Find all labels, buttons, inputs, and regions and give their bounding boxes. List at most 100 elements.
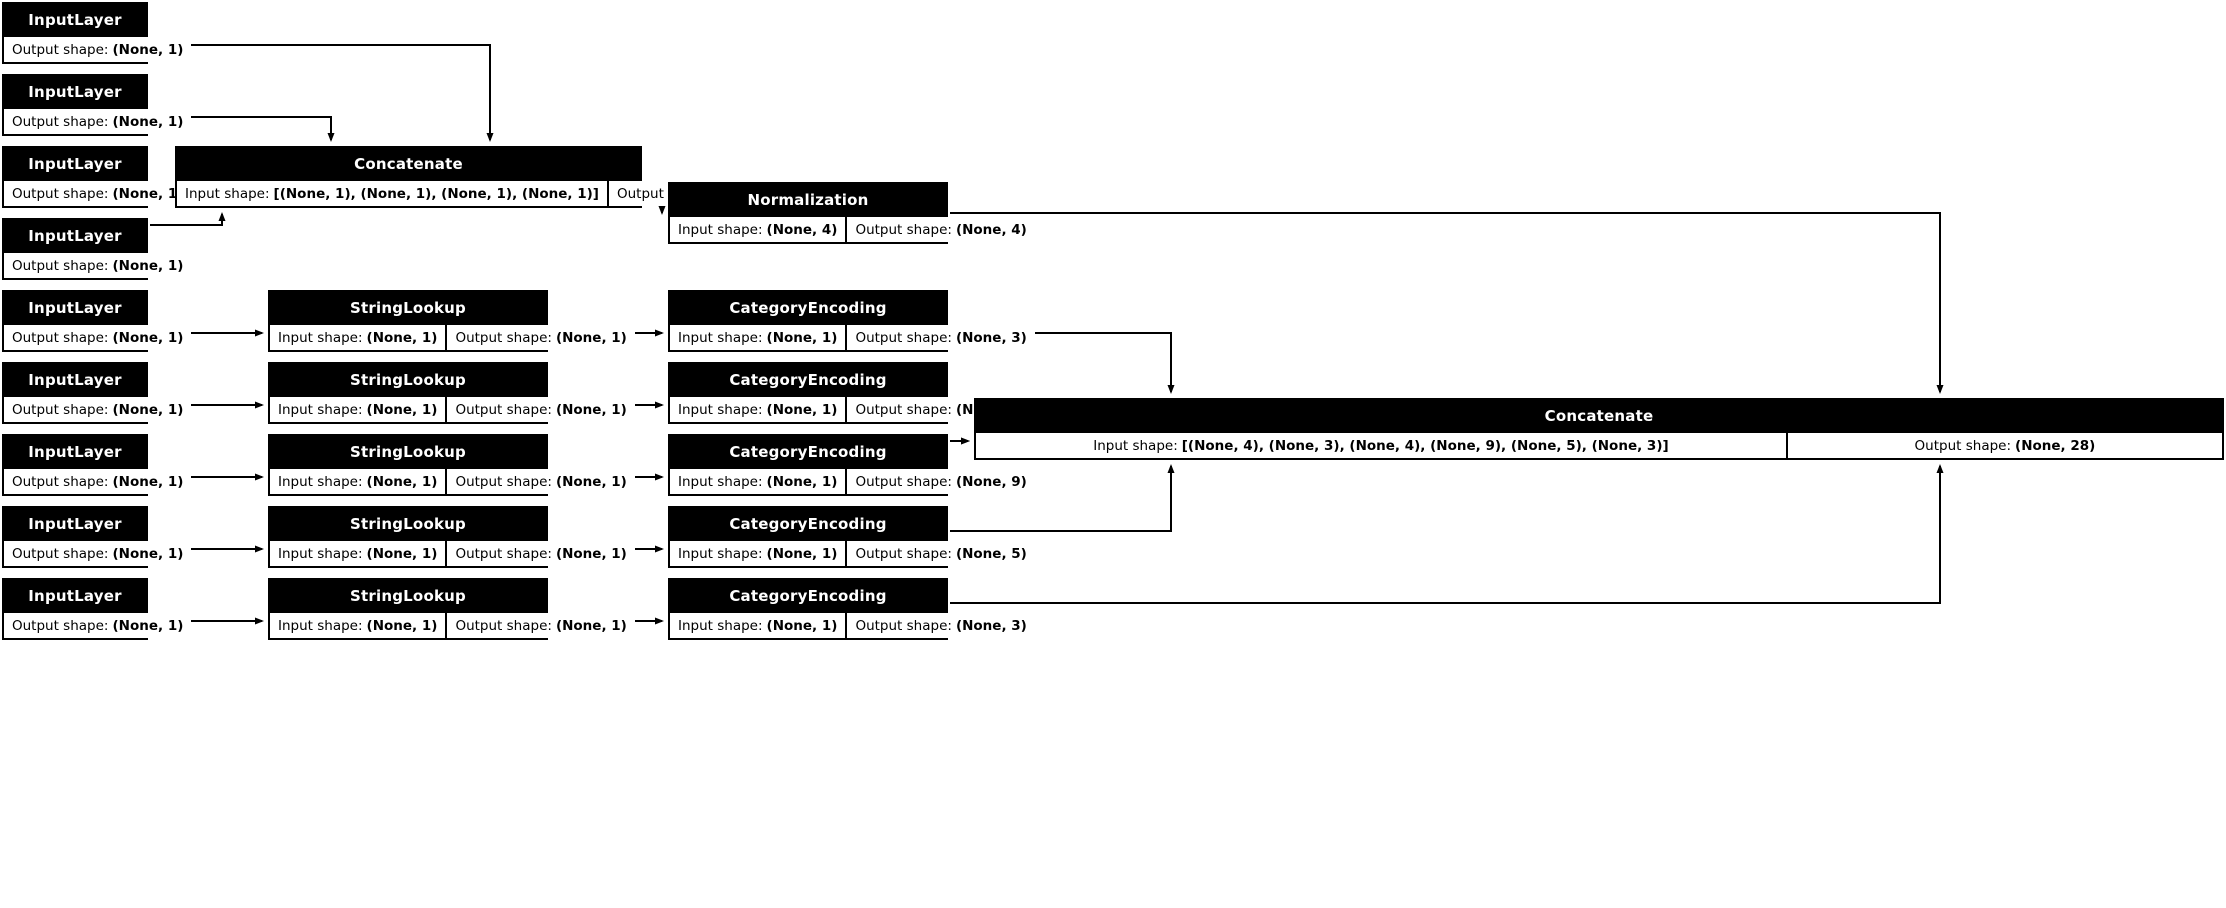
input-shape-cell: Input shape:(None, 1) xyxy=(670,469,846,494)
node-shape-row: Input shape:(None, 1)Output shape:(None,… xyxy=(670,323,1035,350)
input-shape-cell: Input shape:(None, 1) xyxy=(670,397,846,422)
node-title: InputLayer xyxy=(4,580,146,611)
output-shape-cell-label: Output shape: xyxy=(855,401,952,418)
node-title: InputLayer xyxy=(4,4,146,35)
input-shape-cell: Input shape:[(None, 4), (None, 3), (None… xyxy=(976,433,1786,458)
node-title: CategoryEncoding xyxy=(670,292,946,323)
node-shape-row: Output shape:(None, 1) xyxy=(4,467,192,494)
edge-encoding_5-to-concat_final xyxy=(950,464,1944,604)
node-title: StringLookup xyxy=(270,508,546,539)
output-shape-cell: Output shape:(None, 1) xyxy=(445,469,635,494)
output-shape-cell-label: Output shape: xyxy=(855,221,952,238)
input-shape-cell-label: Input shape: xyxy=(678,221,763,238)
output-shape-cell: Output shape:(None, 1) xyxy=(4,325,192,350)
output-shape-cell: Output shape:(None, 28) xyxy=(1785,433,2222,458)
output-shape-cell-label: Output shape: xyxy=(12,185,109,202)
output-shape-cell-label: Output shape: xyxy=(855,473,952,490)
node-shape-row: Input shape:(None, 1)Output shape:(None,… xyxy=(270,539,635,566)
node-shape-row: Output shape:(None, 1) xyxy=(4,323,192,350)
output-shape-cell-value: (None, 28) xyxy=(2015,437,2096,454)
output-shape-cell-value: (None, 1) xyxy=(112,41,184,58)
input-shape-cell: Input shape:(None, 1) xyxy=(270,325,446,350)
output-shape-cell-value: (None, 1) xyxy=(555,617,627,634)
output-shape-cell: Output shape:(None, 3) xyxy=(845,613,1035,638)
input-shape-cell-label: Input shape: xyxy=(678,473,763,490)
input-shape-cell-label: Input shape: xyxy=(278,473,363,490)
output-shape-cell-value: (None, 1) xyxy=(555,545,627,562)
output-shape-cell-label: Output shape: xyxy=(12,257,109,274)
output-shape-cell: Output shape:(None, 1) xyxy=(4,541,192,566)
node-title: InputLayer xyxy=(4,220,146,251)
output-shape-cell: Output shape:(None, 4) xyxy=(845,217,1035,242)
output-shape-cell-value: (None, 1) xyxy=(112,185,184,202)
output-shape-cell-label: Output shape: xyxy=(455,545,552,562)
output-shape-cell-value: (None, 3) xyxy=(955,329,1027,346)
edge-input_num_4-to-concat_numeric xyxy=(150,212,226,226)
node-shape-row: Output shape:(None, 1) xyxy=(4,395,192,422)
input-shape-cell-value: (None, 1) xyxy=(766,329,838,346)
node-shape-row: Output shape:(None, 1) xyxy=(4,179,192,206)
node-title: InputLayer xyxy=(4,76,146,107)
output-shape-cell: Output shape:(None, 1) xyxy=(4,109,192,134)
output-shape-cell-label: Output shape: xyxy=(12,329,109,346)
output-shape-cell: Output shape:(None, 1) xyxy=(4,397,192,422)
node-shape-row: Input shape:[(None, 1), (None, 1), (None… xyxy=(177,179,797,206)
output-shape-cell-value: (None, 3) xyxy=(955,617,1027,634)
input-shape-cell: Input shape:(None, 1) xyxy=(270,397,446,422)
output-shape-cell-label: Output shape: xyxy=(855,617,952,634)
node-title: InputLayer xyxy=(4,292,146,323)
input-shape-cell-value: (None, 1) xyxy=(766,617,838,634)
output-shape-cell-value: (None, 5) xyxy=(955,545,1027,562)
output-shape-cell-value: (None, 1) xyxy=(112,473,184,490)
edge-normalization-to-concat_final xyxy=(950,212,1944,394)
output-shape-cell-value: (None, 4) xyxy=(955,221,1027,238)
output-shape-cell-value: (None, 1) xyxy=(112,545,184,562)
node-title: CategoryEncoding xyxy=(670,364,946,395)
output-shape-cell-value: (None, 9) xyxy=(955,473,1027,490)
node-title: CategoryEncoding xyxy=(670,580,946,611)
output-shape-cell: Output shape:(None, 9) xyxy=(845,469,1035,494)
output-shape-cell-label: Output shape: xyxy=(1914,437,2012,454)
output-shape-cell: Output shape:(None, 1) xyxy=(445,325,635,350)
output-shape-cell: Output shape:(None, 1) xyxy=(4,37,192,62)
node-shape-row: Input shape:(None, 1)Output shape:(None,… xyxy=(270,467,635,494)
input-shape-cell-label: Input shape: xyxy=(678,617,763,634)
node-title: CategoryEncoding xyxy=(670,508,946,539)
input-shape-cell-value: (None, 1) xyxy=(366,401,438,418)
input-shape-cell: Input shape:(None, 1) xyxy=(670,541,846,566)
node-shape-row: Input shape:(None, 1)Output shape:(None,… xyxy=(270,611,635,638)
input-shape-cell: Input shape:(None, 1) xyxy=(670,613,846,638)
node-shape-row: Output shape:(None, 1) xyxy=(4,35,192,62)
output-shape-cell-value: (None, 1) xyxy=(112,257,184,274)
output-shape-cell-label: Output shape: xyxy=(455,401,552,418)
node-title: InputLayer xyxy=(4,508,146,539)
node-shape-row: Input shape: (None, 4)Output shape:(None,… xyxy=(670,215,1035,242)
output-shape-cell: Output shape:(None, 1) xyxy=(445,613,635,638)
output-shape-cell-label: Output shape: xyxy=(455,473,552,490)
input-shape-cell-label: Input shape: xyxy=(1093,437,1178,454)
input-shape-cell-label: Input shape: xyxy=(678,545,763,562)
